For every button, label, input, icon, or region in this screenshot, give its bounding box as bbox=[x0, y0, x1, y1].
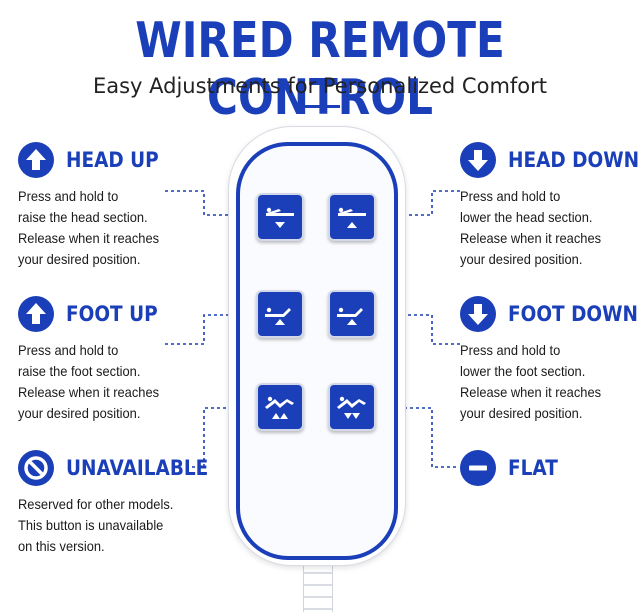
page-subtitle: Easy Adjustments for Personalized Comfor… bbox=[92, 74, 548, 98]
feature-label: FOOT DOWN bbox=[508, 302, 638, 326]
both-lower-icon bbox=[337, 396, 366, 419]
remote-button-both-up[interactable] bbox=[256, 383, 304, 431]
arrow-down-icon bbox=[460, 142, 496, 178]
arrow-up-icon bbox=[18, 142, 54, 178]
feature-description: Press and hold to raise the head section… bbox=[18, 188, 160, 267]
feature-head-down: HEAD DOWN Press and hold to lower the he… bbox=[460, 140, 640, 270]
remote-button-foot-down[interactable] bbox=[328, 290, 376, 338]
arrow-up-icon bbox=[18, 296, 54, 332]
feature-foot-down: FOOT DOWN Press and hold to lower the fo… bbox=[460, 294, 640, 424]
feature-head-up: HEAD UP Press and hold to raise the head… bbox=[18, 140, 171, 270]
feature-description: Press and hold to lower the head section… bbox=[460, 188, 602, 267]
feature-description: Press and hold to raise the foot section… bbox=[18, 342, 160, 421]
feature-label: UNAVAILABLE bbox=[66, 456, 209, 480]
feature-description: Press and hold to lower the foot section… bbox=[460, 342, 602, 421]
feature-foot-up: FOOT UP Press and hold to raise the foot… bbox=[18, 294, 171, 424]
feature-flat: FLAT bbox=[460, 448, 565, 494]
minus-icon bbox=[460, 450, 496, 486]
prohibited-icon bbox=[18, 450, 54, 486]
page-title: WIRED REMOTE CONTROL bbox=[135, 12, 505, 126]
feature-unavailable: UNAVAILABLE Reserved for other models. T… bbox=[18, 448, 228, 557]
remote-button-foot-up[interactable] bbox=[256, 290, 304, 338]
feature-label: HEAD UP bbox=[66, 148, 159, 172]
remote-button-head-up[interactable] bbox=[256, 193, 304, 241]
feature-label: FLAT bbox=[508, 456, 558, 480]
head-lower-icon bbox=[338, 207, 366, 228]
remote-button-both-down[interactable] bbox=[328, 383, 376, 431]
remote-cable bbox=[303, 564, 333, 612]
feature-label: HEAD DOWN bbox=[508, 148, 640, 172]
arrow-down-icon bbox=[460, 296, 496, 332]
both-raise-icon bbox=[265, 396, 294, 419]
foot-raise-icon bbox=[265, 307, 291, 325]
feature-description: Reserved for other models. This button i… bbox=[18, 496, 174, 554]
head-raise-icon bbox=[266, 207, 294, 228]
feature-label: FOOT UP bbox=[66, 302, 158, 326]
subtitle-underline bbox=[298, 105, 340, 108]
remote-button-head-down[interactable] bbox=[328, 193, 376, 241]
foot-lower-icon bbox=[337, 307, 363, 325]
